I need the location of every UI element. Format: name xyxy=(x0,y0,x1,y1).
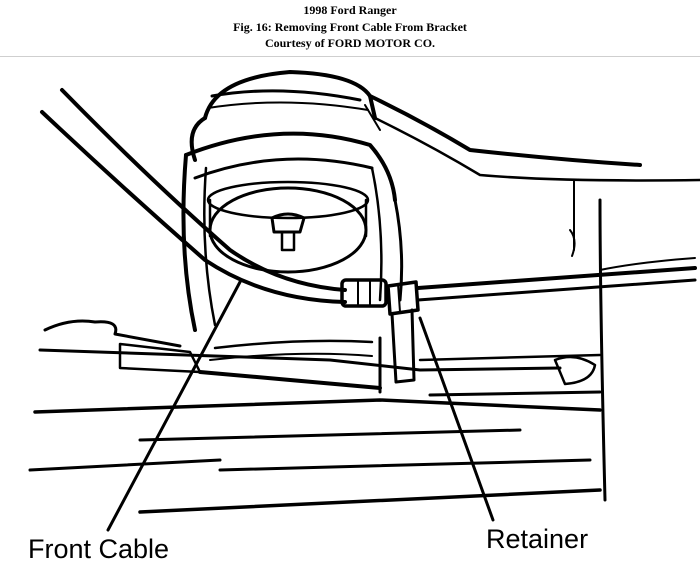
bracket-band xyxy=(181,131,404,332)
retainer-leader xyxy=(418,316,495,522)
lower-frame xyxy=(28,398,602,514)
figure-caption: Fig. 16: Removing Front Cable From Brack… xyxy=(233,19,467,34)
frame-rails xyxy=(38,179,607,502)
mount-housing xyxy=(189,70,700,182)
rear-cable xyxy=(416,257,697,302)
retainer-label: Retainer xyxy=(486,524,589,554)
front-cable-label: Front Cable xyxy=(28,534,170,564)
mount-cylinder xyxy=(206,180,370,274)
retainer-clip xyxy=(386,280,420,384)
header-divider xyxy=(0,56,700,57)
leader-lines xyxy=(106,280,495,532)
front-cable-leader xyxy=(106,280,242,532)
vehicle-title: 1998 Ford Ranger xyxy=(303,3,397,17)
courtesy-line: Courtesy of FORD MOTOR CO. xyxy=(264,36,436,50)
front-cable xyxy=(40,88,388,308)
cable-bracket-illustration xyxy=(28,70,700,532)
figure-header: 1998 Ford Ranger Fig. 16: Removing Front… xyxy=(0,0,700,52)
